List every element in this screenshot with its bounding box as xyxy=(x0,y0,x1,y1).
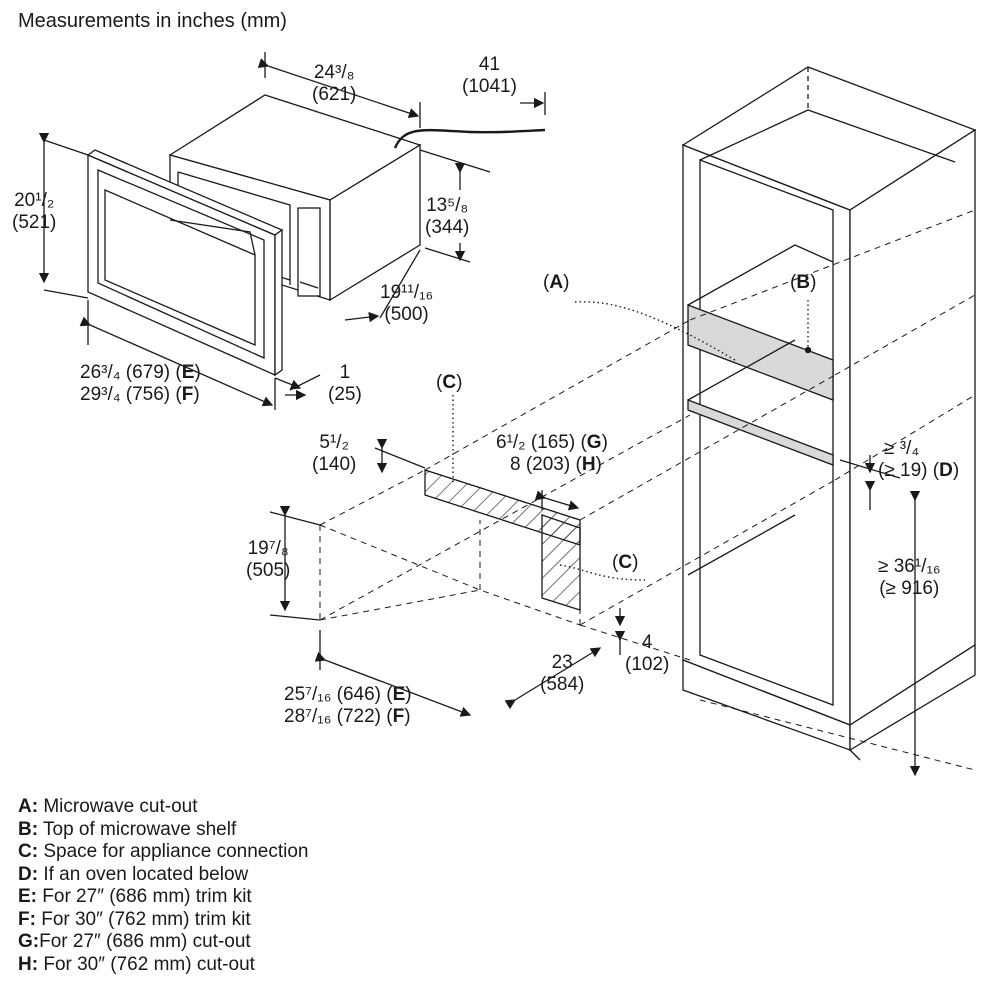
microwave-cutout-area xyxy=(687,244,834,576)
tag-c-side: (C) xyxy=(612,552,639,573)
microwave-height-label: 13⁵/₈ (344) xyxy=(425,195,469,239)
microwave-depth-mm: (621) xyxy=(312,84,357,105)
cutout-height-label: 19⁷/₈ (505) xyxy=(246,538,290,582)
trim-height-mm: (521) xyxy=(12,212,57,233)
shelf-offset-mm: (102) xyxy=(625,654,670,675)
floor-height-in: ≥ 36¹/₁₆ xyxy=(878,556,941,577)
oven-gap-mm: (≥ 19) (D) xyxy=(878,460,960,481)
dimension-lines-bottom xyxy=(269,438,921,777)
floor-height-label: ≥ 36¹/₁₆ (≥ 916) xyxy=(878,556,941,600)
legend-item-h: H: For 30″ (762 mm) cut-out xyxy=(18,953,255,975)
tag-c-top: (C) xyxy=(436,372,463,393)
trim-depth-label: 1 (25) xyxy=(328,362,362,406)
power-cord xyxy=(393,128,546,149)
dimension-lines-top xyxy=(38,52,546,410)
microwave-depth-label: 24³/₈ (621) xyxy=(312,62,356,106)
cutout-height-in: 19⁷/₈ xyxy=(247,538,289,559)
cutout-depth-in: 23 xyxy=(551,652,573,673)
trim-height-in: 20¹/₂ xyxy=(14,190,55,211)
legend-item-c: C: Space for appliance connection xyxy=(18,841,309,862)
oven-gap-in: ≥ ³/₄ xyxy=(884,438,920,459)
tag-b: (B) xyxy=(790,272,817,293)
cord-length-mm: (1041) xyxy=(462,76,517,97)
connection-height-label: 5¹/₂ (140) xyxy=(312,432,356,476)
legend-item-g: G:For 27″ (686 mm) cut-out xyxy=(18,931,251,952)
connection-width-g: 6¹/₂ (165) (G) xyxy=(496,432,608,453)
connection-space-hatch-side xyxy=(541,514,581,611)
trim-depth-mm: (25) xyxy=(328,384,362,405)
microwave-depth-in: 24³/₈ xyxy=(313,62,355,83)
trim-width-f: 29³/₄ (756) (F) xyxy=(80,384,200,405)
cutout-width-label: 25⁷/₁₆ (646) (E) 28⁷/₁₆ (722) (F) xyxy=(284,684,412,728)
cutout-height-mm: (505) xyxy=(246,560,291,581)
shelf-offset-label: 4 (102) xyxy=(625,632,669,676)
microwave-height-in: 13⁵/₈ xyxy=(426,195,469,216)
microwave-width-in: 19¹¹/₁₆ xyxy=(380,282,434,303)
cutout-depth-label: 23 (584) xyxy=(540,652,584,696)
legend: A: Microwave cut-out B: Top of microwave… xyxy=(18,796,308,976)
legend-item-f: F: For 30″ (762 mm) trim kit xyxy=(18,908,251,930)
tag-a: (A) xyxy=(543,272,570,293)
trim-width-label: 26³/₄ (679) (E) 29³/₄ (756) (F) xyxy=(80,362,201,406)
legend-item-b: B: Top of microwave shelf xyxy=(18,818,237,840)
wall-cabinet xyxy=(681,66,977,761)
microwave-width-label: 19¹¹/₁₆ (500) xyxy=(380,282,433,326)
shelf-offset-in: 4 xyxy=(641,632,653,653)
trim-width-e: 26³/₄ (679) (E) xyxy=(80,362,201,383)
cord-length-in: 41 xyxy=(478,54,501,75)
page-title: Measurements in inches (mm) xyxy=(18,10,287,32)
connection-height-in: 5¹/₂ xyxy=(319,432,349,453)
trim-depth-in: 1 xyxy=(339,362,351,383)
cutout-width-e: 25⁷/₁₆ (646) (E) xyxy=(284,684,412,705)
cord-length-label: 41 (1041) xyxy=(462,54,517,98)
trim-height-label: 20¹/₂ (521) xyxy=(12,190,56,234)
cutout-depth-mm: (584) xyxy=(540,674,585,695)
microwave-height-mm: (344) xyxy=(425,217,470,238)
connection-width-label: 6¹/₂ (165) (G) 8 (203) (H) xyxy=(496,432,608,476)
leader-lines xyxy=(452,300,809,581)
legend-item-e: E: For 27″ (686 mm) trim kit xyxy=(18,886,252,907)
cutout-width-f: 28⁷/₁₆ (722) (F) xyxy=(284,706,411,727)
legend-item-a: A: Microwave cut-out xyxy=(18,796,198,817)
connection-height-mm: (140) xyxy=(312,454,357,475)
microwave-width-mm: (500) xyxy=(384,304,429,325)
oven-gap-label: ≥ ³/₄ (≥ 19) (D) xyxy=(878,438,959,482)
floor-height-mm: (≥ 916) xyxy=(879,578,940,599)
legend-item-d: D: If an oven located below xyxy=(18,863,249,885)
shelf-marker xyxy=(804,346,812,354)
connection-width-h: 8 (203) (H) xyxy=(510,454,602,475)
